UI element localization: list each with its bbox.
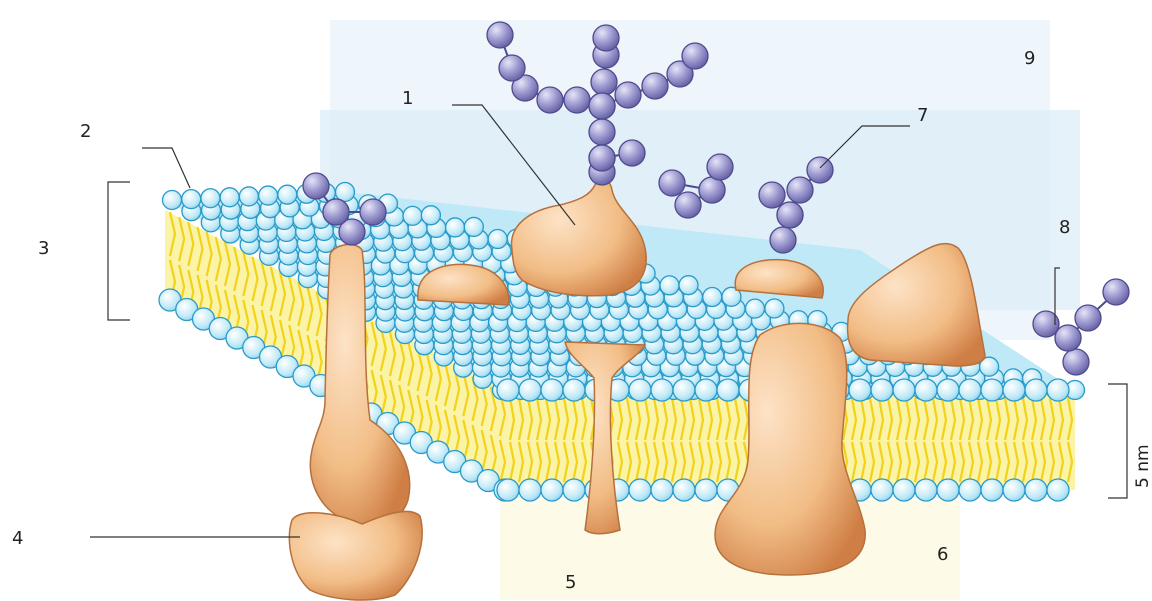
glycan-bead-icon <box>1103 279 1129 305</box>
phospholipid-icon <box>278 185 297 204</box>
glycan-bead-icon <box>770 227 796 253</box>
phospholipid-icon <box>1047 379 1069 401</box>
scale-bracket <box>1108 384 1127 498</box>
phospholipid-icon <box>660 276 679 295</box>
glycan-bead-icon <box>615 82 641 108</box>
phospholipid-icon <box>629 479 651 501</box>
phospholipid-icon <box>959 379 981 401</box>
phospholipid-icon <box>849 379 871 401</box>
phospholipid-icon <box>220 188 239 207</box>
glycan-bead-icon <box>659 170 685 196</box>
phospholipid-icon <box>1003 379 1025 401</box>
label-6: 6 <box>937 544 948 565</box>
glycan-bead-icon <box>589 93 615 119</box>
glycan-bead-icon <box>699 177 725 203</box>
phospholipid-icon <box>464 217 483 236</box>
glycan-bead-icon <box>787 177 813 203</box>
label-8: 8 <box>1059 217 1070 238</box>
phospholipid-icon <box>1047 479 1069 501</box>
phospholipid-icon <box>488 230 507 249</box>
glycan-bead-icon <box>1055 325 1081 351</box>
phospholipid-icon <box>497 379 519 401</box>
phospholipid-icon <box>893 379 915 401</box>
glycan-bead-icon <box>1063 349 1089 375</box>
glycan-bead-icon <box>759 182 785 208</box>
phospholipid-icon <box>519 379 541 401</box>
phospholipid-icon <box>519 479 541 501</box>
glycan-bead-icon <box>537 87 563 113</box>
phospholipid-icon <box>937 479 959 501</box>
glycan-bead-icon <box>487 22 513 48</box>
phospholipid-icon <box>541 479 563 501</box>
phospholipid-icon <box>651 379 673 401</box>
glycan-bead-icon <box>619 140 645 166</box>
glycan-bead-icon <box>303 173 329 199</box>
label-2: 2 <box>80 121 91 142</box>
phospholipid-icon <box>541 379 563 401</box>
phospholipid-icon <box>915 379 937 401</box>
phospholipid-icon <box>745 299 764 318</box>
phospholipid-icon <box>259 186 278 205</box>
phospholipid-icon <box>893 479 915 501</box>
phospholipid-icon <box>563 379 585 401</box>
phospholipid-icon <box>182 190 201 209</box>
phospholipid-icon <box>937 379 959 401</box>
label-5: 5 <box>565 572 576 593</box>
phospholipid-icon <box>981 479 1003 501</box>
phospholipid-icon <box>563 479 585 501</box>
phospholipid-icon <box>915 479 937 501</box>
leader-line-2 <box>142 148 190 188</box>
phospholipid-icon <box>871 379 893 401</box>
glycan-bead-icon <box>589 145 615 171</box>
phospholipid-icon <box>651 479 673 501</box>
phospholipid-icon <box>679 276 698 295</box>
glycan-bead-icon <box>593 25 619 51</box>
glycan-bead-icon <box>1075 305 1101 331</box>
label-9: 9 <box>1024 48 1035 69</box>
glycan-bead-icon <box>675 192 701 218</box>
glycan-bead-icon <box>360 199 386 225</box>
bracket-3 <box>108 182 130 320</box>
glycan-bead-icon <box>589 119 615 145</box>
phospholipid-icon <box>446 218 465 237</box>
scale-label: 5 nm <box>1133 444 1152 488</box>
phospholipid-icon <box>1003 479 1025 501</box>
label-1: 1 <box>402 88 413 109</box>
phospholipid-icon <box>629 379 651 401</box>
phospholipid-icon <box>765 299 784 318</box>
phospholipid-icon <box>703 288 722 307</box>
phospholipid-icon <box>981 379 1003 401</box>
phospholipid-icon <box>673 379 695 401</box>
glycan-bead-icon <box>682 43 708 69</box>
phospholipid-icon <box>421 206 440 225</box>
phospholipid-icon <box>871 479 893 501</box>
glycan-bead-icon <box>777 202 803 228</box>
phospholipid-icon <box>1025 379 1047 401</box>
glycan-bead-icon <box>642 73 668 99</box>
glycan-bead-icon <box>323 199 349 225</box>
phospholipid-icon <box>1025 479 1047 501</box>
label-4: 4 <box>12 528 23 549</box>
glycan-bead-icon <box>499 55 525 81</box>
phospholipid-icon <box>695 379 717 401</box>
peripheral-protein-4 <box>289 511 422 600</box>
phospholipid-icon <box>673 479 695 501</box>
phospholipid-icon <box>717 379 739 401</box>
phospholipid-icon <box>239 187 258 206</box>
phospholipid-icon <box>201 189 220 208</box>
phospholipid-icon <box>403 206 422 225</box>
label-3: 3 <box>38 238 49 259</box>
glycan-bead-icon <box>707 154 733 180</box>
glycan-bead-icon <box>591 69 617 95</box>
phospholipid-icon <box>695 479 717 501</box>
label-7: 7 <box>917 105 928 126</box>
glycan-bead-icon <box>564 87 590 113</box>
phospholipid-icon <box>497 479 519 501</box>
phospholipid-icon <box>959 479 981 501</box>
glycan-bead-icon <box>807 157 833 183</box>
phospholipid-icon <box>163 191 182 210</box>
